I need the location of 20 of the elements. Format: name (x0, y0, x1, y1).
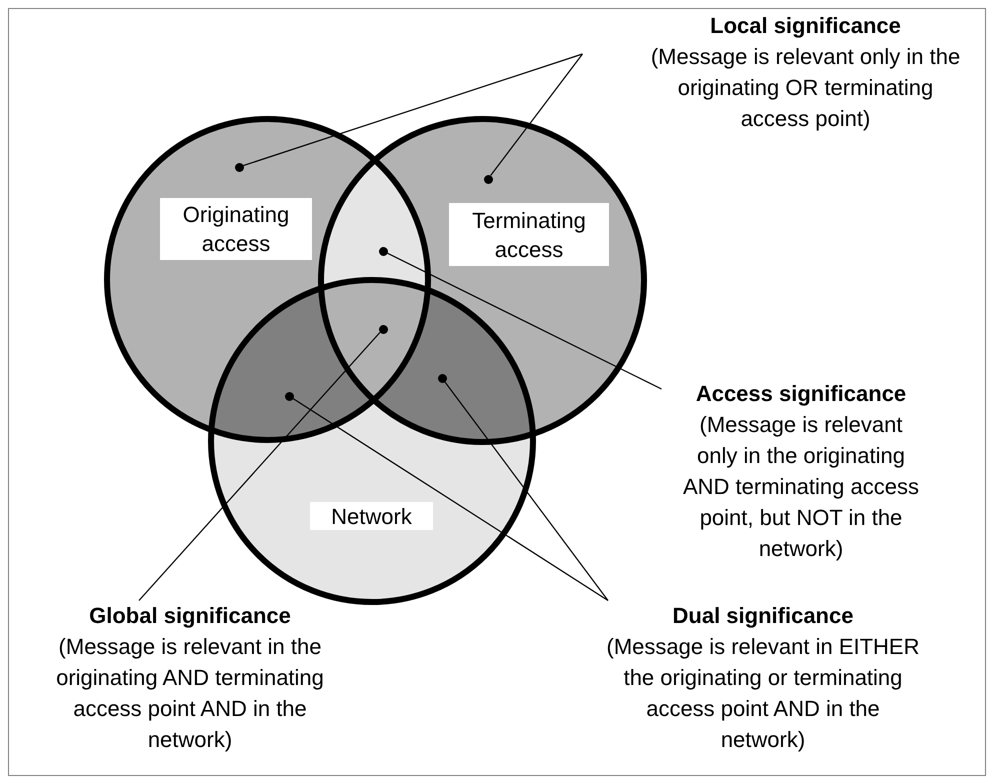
leader-line (444, 381, 608, 601)
venn-circle (104, 116, 431, 443)
leader-line (292, 398, 608, 601)
callout-heading: Dual significance (672, 602, 854, 630)
callout-heading: Local significance (709, 12, 902, 40)
leader-line (138, 332, 380, 601)
venn-circle (208, 277, 536, 605)
leader-line (490, 54, 583, 176)
venn-circle (318, 116, 647, 445)
callout-heading: Access significance (694, 380, 908, 408)
leader-line (243, 53, 583, 166)
circle-label: Network (310, 502, 433, 530)
circle-label: Terminating access (449, 203, 609, 266)
callout-description: (Message is relevant only in the originating OR terminating access point) (650, 43, 962, 133)
circle-label: Originating access (160, 198, 312, 260)
leader-line (386, 252, 662, 390)
callout-description: (Message is relevant only in the originating AND terminating access point, but NOT in the network) (682, 411, 920, 563)
callout-heading: Global significance (88, 602, 292, 630)
callout-description: (Message is relevant in EITHER the originating or terminating access point AND in the network) (606, 633, 920, 754)
callout-description: (Message is relevant in the originating AND terminating access point AND in the network) (55, 633, 325, 754)
